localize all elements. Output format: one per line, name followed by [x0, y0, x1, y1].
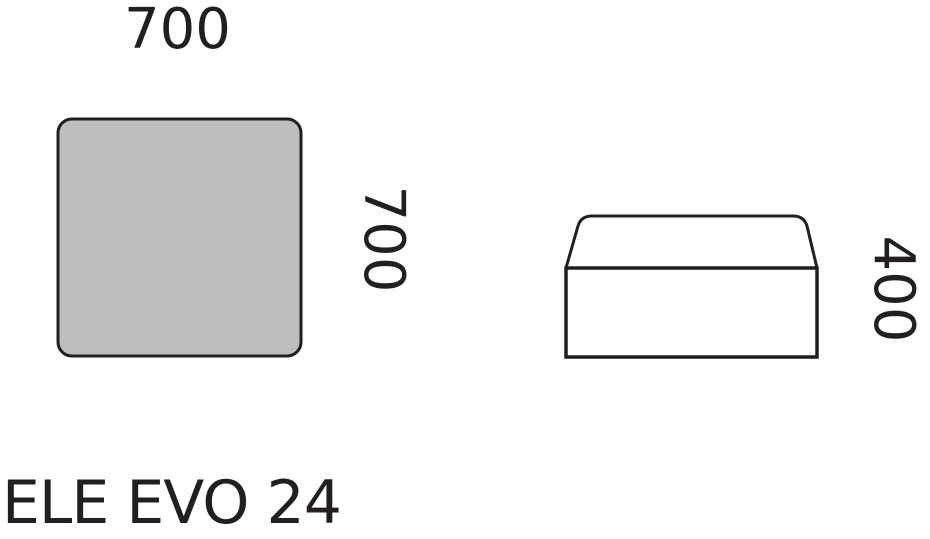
side-view-flap [564, 214, 819, 270]
depth-dimension-label: 700 [351, 185, 416, 293]
top-view-square [56, 117, 303, 358]
product-title: ELE EVO 24 [2, 468, 342, 538]
side-view-shape [564, 214, 819, 359]
width-dimension-label: 700 [124, 0, 231, 62]
height-dimension-label: 400 [861, 235, 926, 343]
side-view-body [564, 266, 819, 359]
